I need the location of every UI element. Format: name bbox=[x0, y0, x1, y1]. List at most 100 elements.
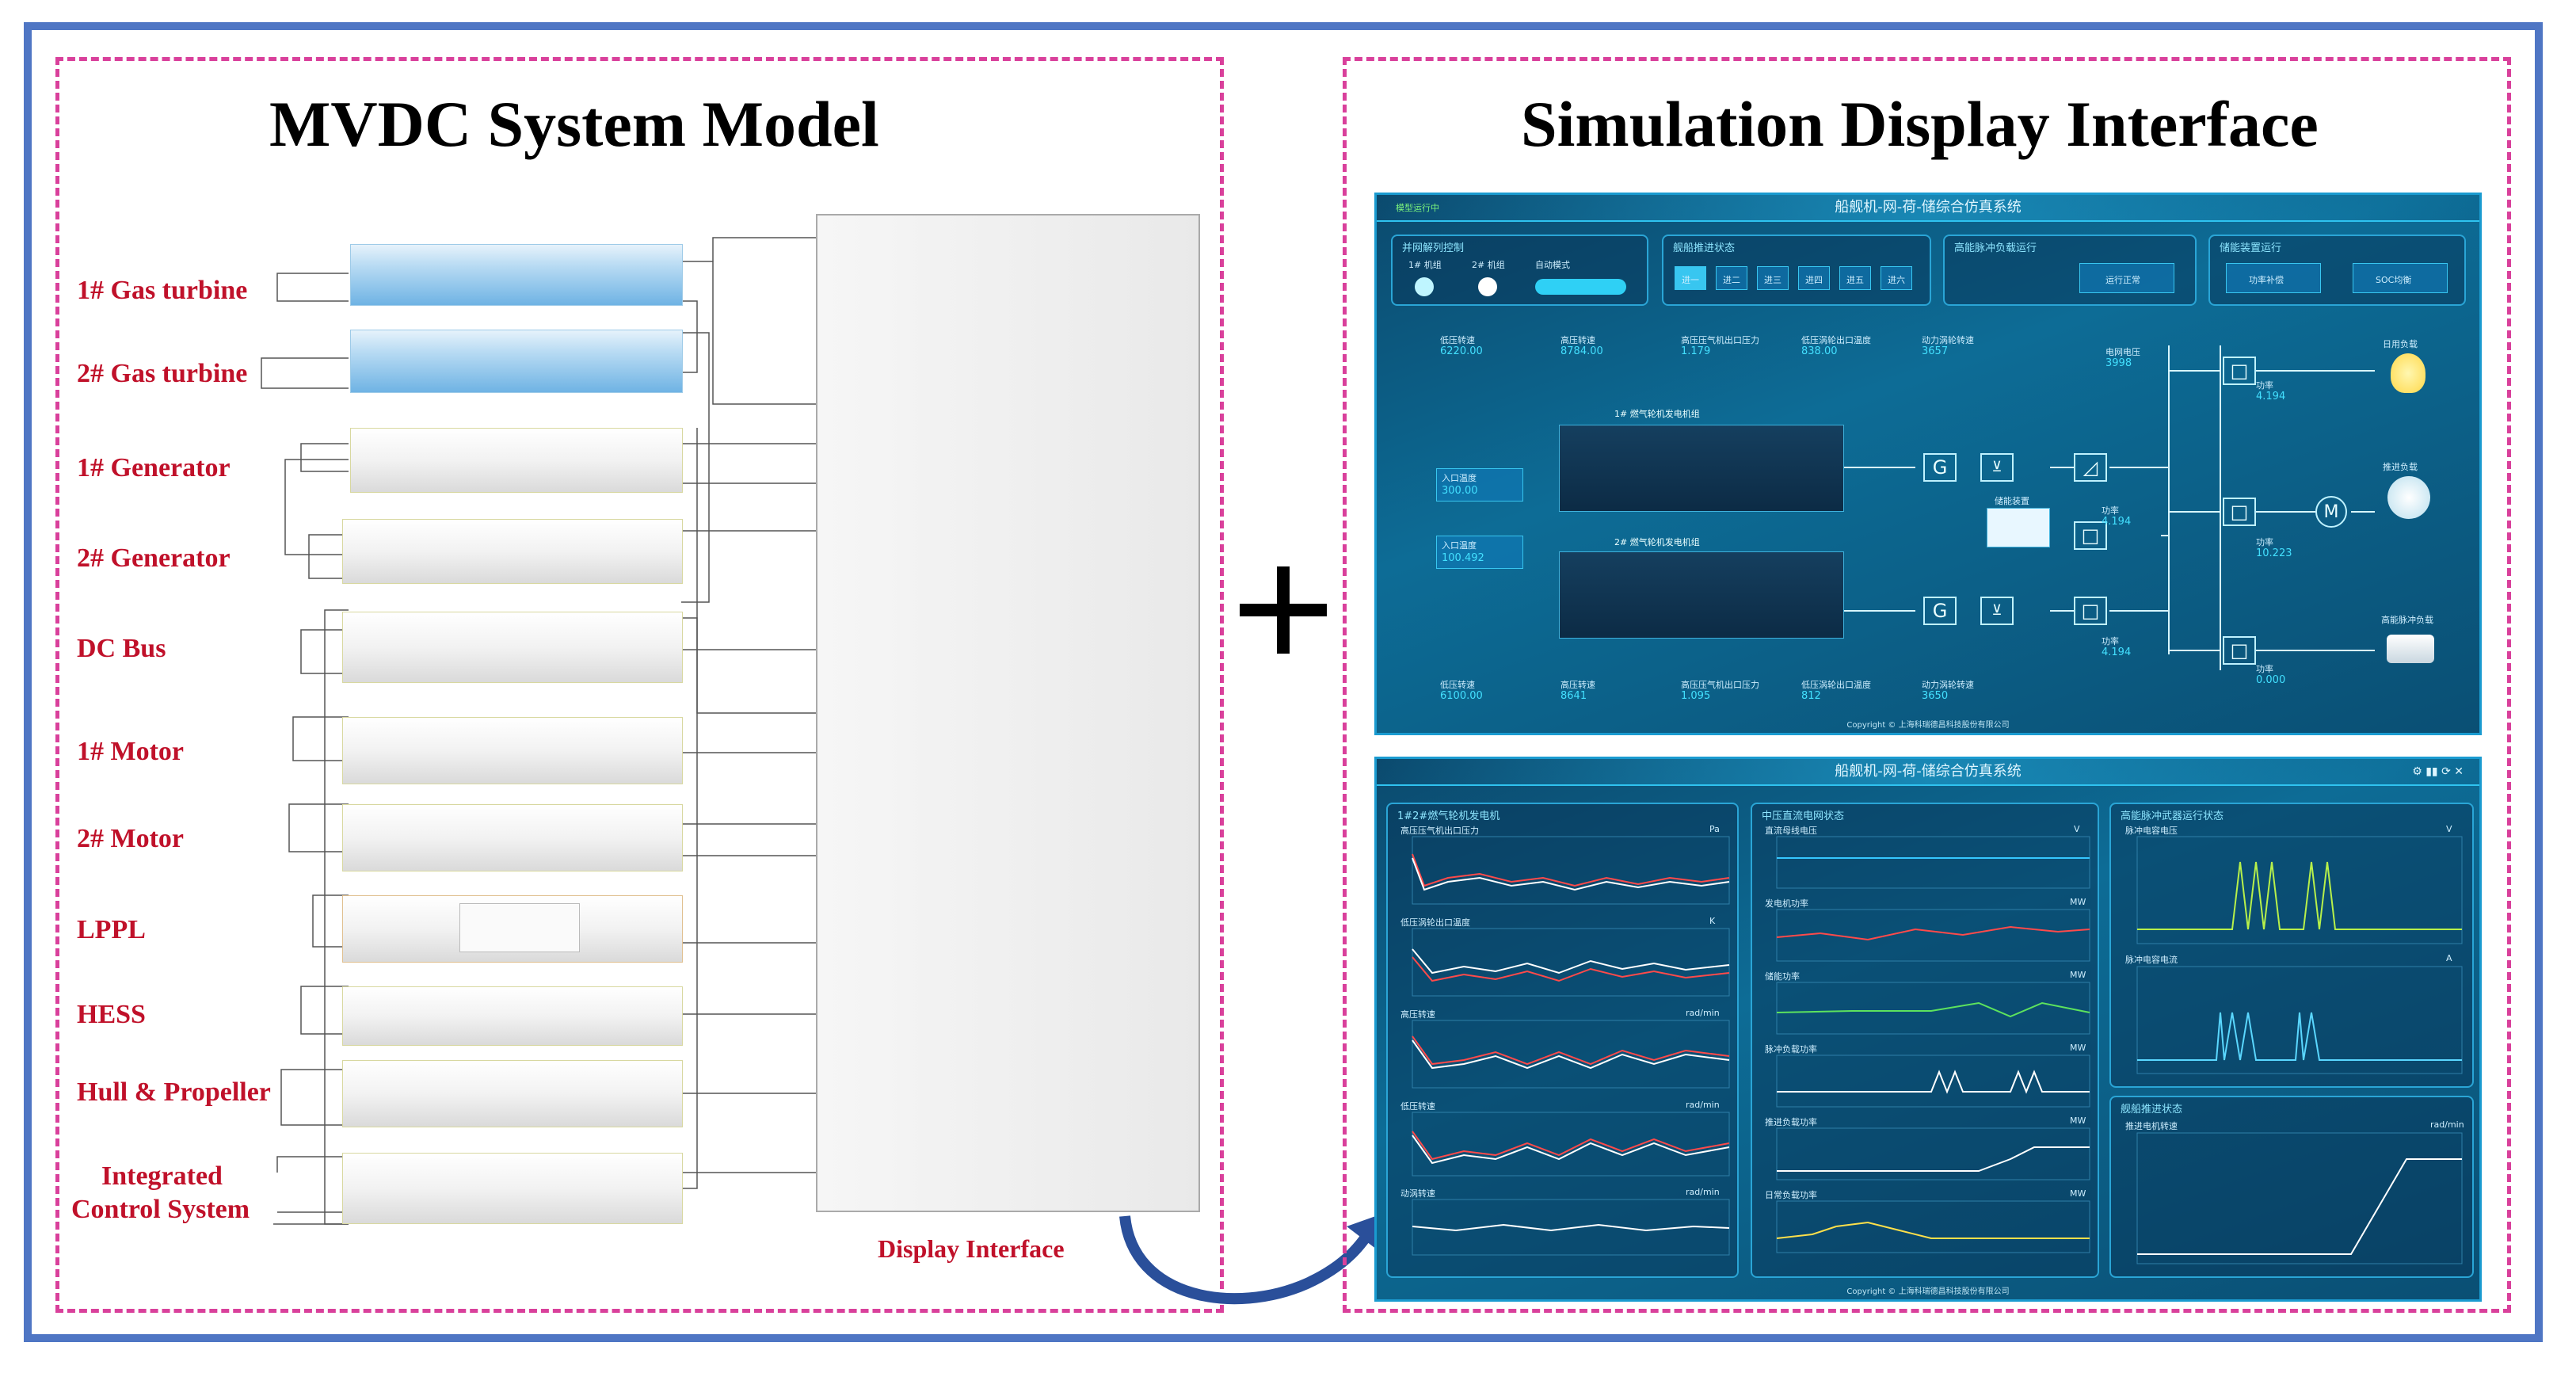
right-title: Simulation Display Interface bbox=[1521, 88, 2319, 160]
rectifier-2-icon: ⊻ bbox=[1980, 597, 2014, 625]
propulsion-step-3[interactable]: 进三 bbox=[1757, 266, 1789, 290]
c2-chart1-unit: V bbox=[2074, 824, 2080, 834]
c2-chart4-label: 脉冲负载功率 bbox=[1765, 1044, 1817, 1055]
propulsion-step-4[interactable]: 进四 bbox=[1798, 266, 1830, 290]
propulsion-step-2[interactable]: 进二 bbox=[1716, 266, 1747, 290]
c1-chart3-unit: rad/min bbox=[1686, 1008, 1720, 1018]
single-line-diagram bbox=[1844, 345, 2375, 670]
r1-pressure-value: 1.179 bbox=[1681, 345, 1711, 357]
bus-voltage-label: 电网电压 bbox=[2105, 347, 2140, 357]
c3-chart1-label: 脉冲电容电压 bbox=[2125, 826, 2178, 836]
screen-top-title: 船舰机-网-荷-储综合仿真系统 bbox=[1377, 195, 2479, 222]
c2-chart3-unit: MW bbox=[2070, 970, 2086, 980]
propulsion-step-5-label: 进五 bbox=[1846, 275, 1864, 285]
c1-chart4-label: 低压转速 bbox=[1400, 1101, 1435, 1112]
c1-chart1-unit: Pa bbox=[1709, 824, 1720, 834]
weapon-icon bbox=[2387, 635, 2434, 663]
r2-lp-speed-label: 低压转速 bbox=[1440, 680, 1475, 690]
inlet2-box: 入口温度 100.492 bbox=[1436, 536, 1523, 569]
propulsion-step-6[interactable]: 进六 bbox=[1881, 266, 1912, 290]
unit2-toggle-label: 2# 机组 bbox=[1472, 260, 1505, 270]
section-dc-grid: 中压直流电网状态 bbox=[1751, 803, 2099, 1278]
label-hull-propeller: Hull & Propeller bbox=[77, 1077, 271, 1107]
bus-voltage-value: 3998 bbox=[2105, 357, 2132, 369]
converter-pulse-icon: □ bbox=[2223, 636, 2256, 665]
unit1-title: 1# 燃气轮机发电机组 bbox=[1614, 409, 1700, 419]
label-lppl: LPPL bbox=[77, 915, 146, 944]
label-generator-1: 1# Generator bbox=[77, 453, 231, 482]
r2-temp-label: 低压涡轮出口温度 bbox=[1801, 680, 1871, 690]
r2-pressure-value: 1.095 bbox=[1681, 690, 1711, 702]
card-propulsion-state: 舰船推进状态 进一 进二 进三 进四 进五 进六 bbox=[1662, 235, 1931, 306]
left-title: MVDC System Model bbox=[269, 88, 879, 160]
pulse-run-button[interactable]: 运行正常 bbox=[2079, 263, 2174, 293]
right-panel bbox=[1343, 57, 2511, 1313]
power-compensation-button[interactable]: 功率补偿 bbox=[2226, 263, 2321, 293]
window-controls[interactable]: ⚙ ▮▮ ⟳ ✕ bbox=[2412, 765, 2464, 778]
r2-temp-value: 812 bbox=[1801, 690, 1821, 702]
auto-mode-switch[interactable] bbox=[1535, 279, 1626, 295]
propeller-icon bbox=[2387, 476, 2430, 519]
inlet2-value: 100.492 bbox=[1442, 552, 1484, 564]
r2-lp-speed-value: 6100.00 bbox=[1440, 690, 1483, 702]
generator-2-icon: G bbox=[1923, 597, 1957, 625]
section-gas-turbines-title: 1#2#燃气轮机发电机 bbox=[1397, 810, 1500, 822]
block-motor-2 bbox=[342, 804, 683, 871]
simulation-screen-bottom: 船舰机-网-荷-储综合仿真系统 ⚙ ▮▮ ⟳ ✕ 1#2#燃气轮机发电机 中压直… bbox=[1374, 757, 2482, 1302]
c3-chart2-label: 脉冲电容电流 bbox=[2125, 955, 2178, 965]
r1-hp-speed-label: 高压转速 bbox=[1560, 335, 1595, 345]
inlet1-value: 300.00 bbox=[1442, 485, 1478, 497]
storage-label: 储能装置 bbox=[1995, 496, 2029, 506]
card-pulse-load-title: 高能脉冲负载运行 bbox=[1954, 242, 2037, 254]
pulse-load-label: 高能脉冲负载 bbox=[2381, 615, 2433, 625]
c1-chart2-label: 低压涡轮出口温度 bbox=[1400, 917, 1470, 928]
block-dc-bus bbox=[342, 612, 683, 683]
c1-chart2-unit: K bbox=[1709, 916, 1716, 926]
c3-chart3-label: 推进电机转速 bbox=[2125, 1121, 2178, 1131]
c1-chart5-unit: rad/min bbox=[1686, 1187, 1720, 1197]
daily-power-label: 功率 bbox=[2256, 380, 2273, 391]
converter-daily-icon: □ bbox=[2223, 357, 2256, 385]
gas-turbine-2-image bbox=[1559, 551, 1844, 639]
section-propulsion-title: 舰船推进状态 bbox=[2121, 1104, 2183, 1116]
propulsion-step-1[interactable]: 进一 bbox=[1675, 266, 1706, 290]
r2-pt-speed-value: 3650 bbox=[1922, 690, 1949, 702]
generator-1-icon: G bbox=[1923, 453, 1957, 482]
plus-sign bbox=[1236, 563, 1331, 658]
soc-balance-button[interactable]: SOC均衡 bbox=[2353, 263, 2448, 293]
c2-chart2-unit: MW bbox=[2070, 897, 2086, 907]
trend-charts bbox=[1412, 836, 2463, 1264]
section-propulsion: 舰船推进状态 bbox=[2109, 1096, 2474, 1278]
c2-chart6-unit: MW bbox=[2070, 1188, 2086, 1199]
simulation-screen-top: 船舰机-网-荷-储综合仿真系统 模型运行中 并网解列控制 1# 机组 2# 机组… bbox=[1374, 193, 2482, 735]
screen-bottom-title: 船舰机-网-荷-储综合仿真系统 bbox=[1377, 759, 2479, 786]
converter-2-icon: □ bbox=[2074, 597, 2107, 625]
unit2-toggle[interactable] bbox=[1478, 277, 1497, 296]
propulsion-power-label: 功率 bbox=[2256, 537, 2273, 547]
c2-chart1-label: 直流母线电压 bbox=[1765, 826, 1817, 836]
block-generator-1 bbox=[350, 428, 683, 493]
block-hess bbox=[342, 986, 683, 1046]
outer-frame bbox=[24, 22, 2543, 1342]
c2-chart6-label: 日常负载功率 bbox=[1765, 1190, 1817, 1200]
pulse-power-value: 0.000 bbox=[2256, 674, 2286, 686]
run-status: 模型运行中 bbox=[1396, 203, 1439, 213]
unit1-toggle[interactable] bbox=[1415, 277, 1434, 296]
block-generator-2 bbox=[342, 519, 683, 584]
c2-chart2-label: 发电机功率 bbox=[1765, 898, 1808, 909]
propulsion-step-1-label: 进一 bbox=[1682, 275, 1699, 285]
propulsion-step-6-label: 进六 bbox=[1888, 275, 1905, 285]
auto-mode-label: 自动模式 bbox=[1535, 260, 1570, 270]
propulsion-step-5[interactable]: 进五 bbox=[1839, 266, 1871, 290]
c3-chart1-unit: V bbox=[2446, 824, 2452, 834]
converter-1-icon: ◿ bbox=[2074, 453, 2107, 482]
pulse-run-button-label: 运行正常 bbox=[2105, 275, 2140, 285]
c2-chart5-label: 推进负载功率 bbox=[1765, 1117, 1817, 1127]
display-interface-label: Display Interface bbox=[878, 1234, 1065, 1263]
propulsion-power-value: 10.223 bbox=[2256, 547, 2292, 559]
section-dc-grid-title: 中压直流电网状态 bbox=[1762, 810, 1845, 822]
unit1-toggle-label: 1# 机组 bbox=[1408, 260, 1442, 270]
